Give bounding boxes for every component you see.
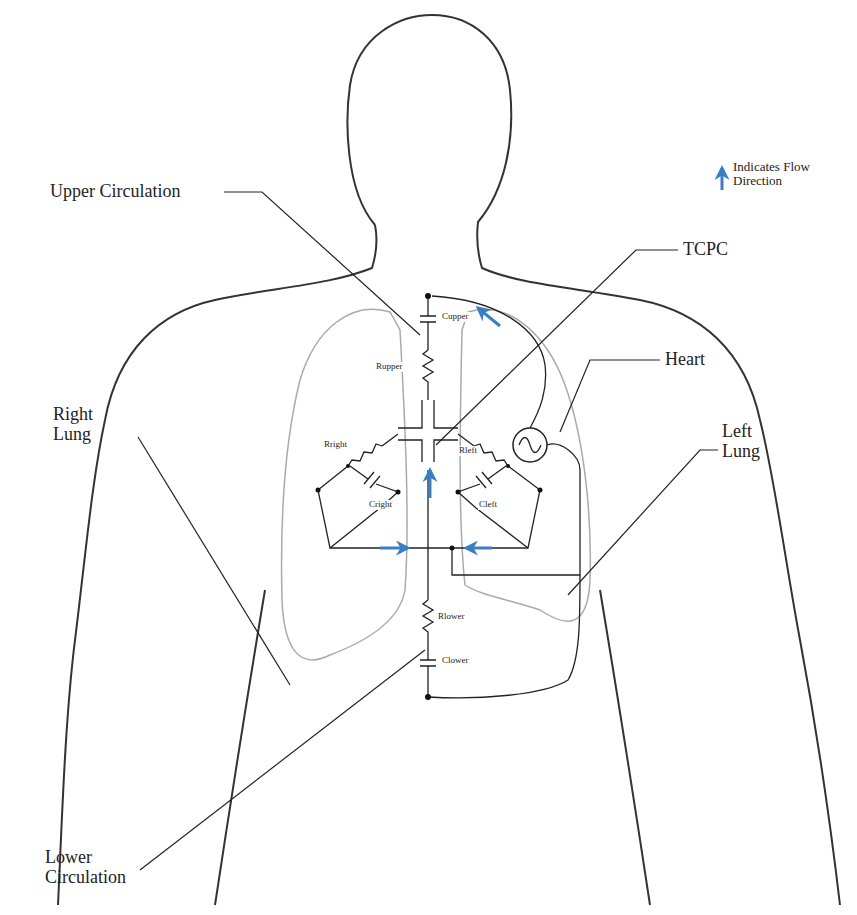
right-lung-outline (282, 309, 407, 660)
body-outline (58, 15, 840, 905)
leader-lines (138, 192, 718, 870)
flow-arrows (380, 168, 722, 548)
junction-dots (316, 293, 543, 700)
organ-label: Left Lung (722, 422, 772, 462)
heart-source-symbol (513, 428, 547, 462)
legend-text: Indicates Flow Direction (733, 160, 845, 189)
region-label: Upper Circulation (50, 182, 180, 202)
arm-inner-lines (215, 590, 650, 905)
resistor-label: Rright (323, 440, 348, 450)
capacitor-label: Cleft (478, 500, 498, 510)
capacitor-label: Clower (441, 656, 470, 666)
capacitor-label: Cright (368, 500, 393, 510)
region-label: TCPC (683, 240, 728, 260)
resistor-label: Rupper (375, 362, 404, 372)
resistor-label: Rleft (458, 446, 478, 456)
circuit-wires (318, 296, 580, 698)
organ-label: Right Lung (53, 405, 113, 445)
region-label: Lower Circulation (45, 848, 145, 888)
organ-label: Heart (665, 350, 705, 370)
capacitor-label: Cupper (441, 312, 470, 322)
resistor-label: Rlower (437, 612, 466, 622)
